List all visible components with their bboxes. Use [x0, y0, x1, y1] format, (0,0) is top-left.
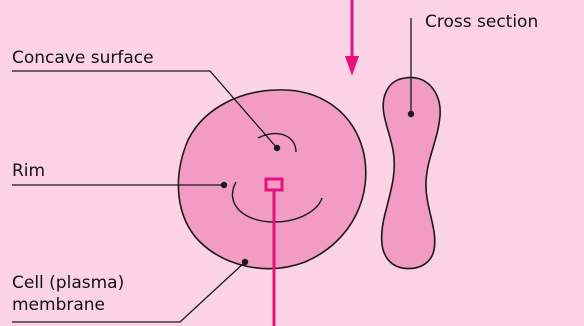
label-rim: Rim: [12, 160, 45, 182]
label-concave-surface: Concave surface: [12, 47, 154, 69]
label-cell-membrane: Cell (plasma) membrane: [12, 272, 124, 316]
label-cell-membrane-line2: membrane: [12, 295, 105, 315]
label-cell-membrane-line1: Cell (plasma): [12, 273, 124, 293]
label-cross-section: Cross section: [425, 11, 538, 33]
section-arrow: [345, 0, 359, 76]
